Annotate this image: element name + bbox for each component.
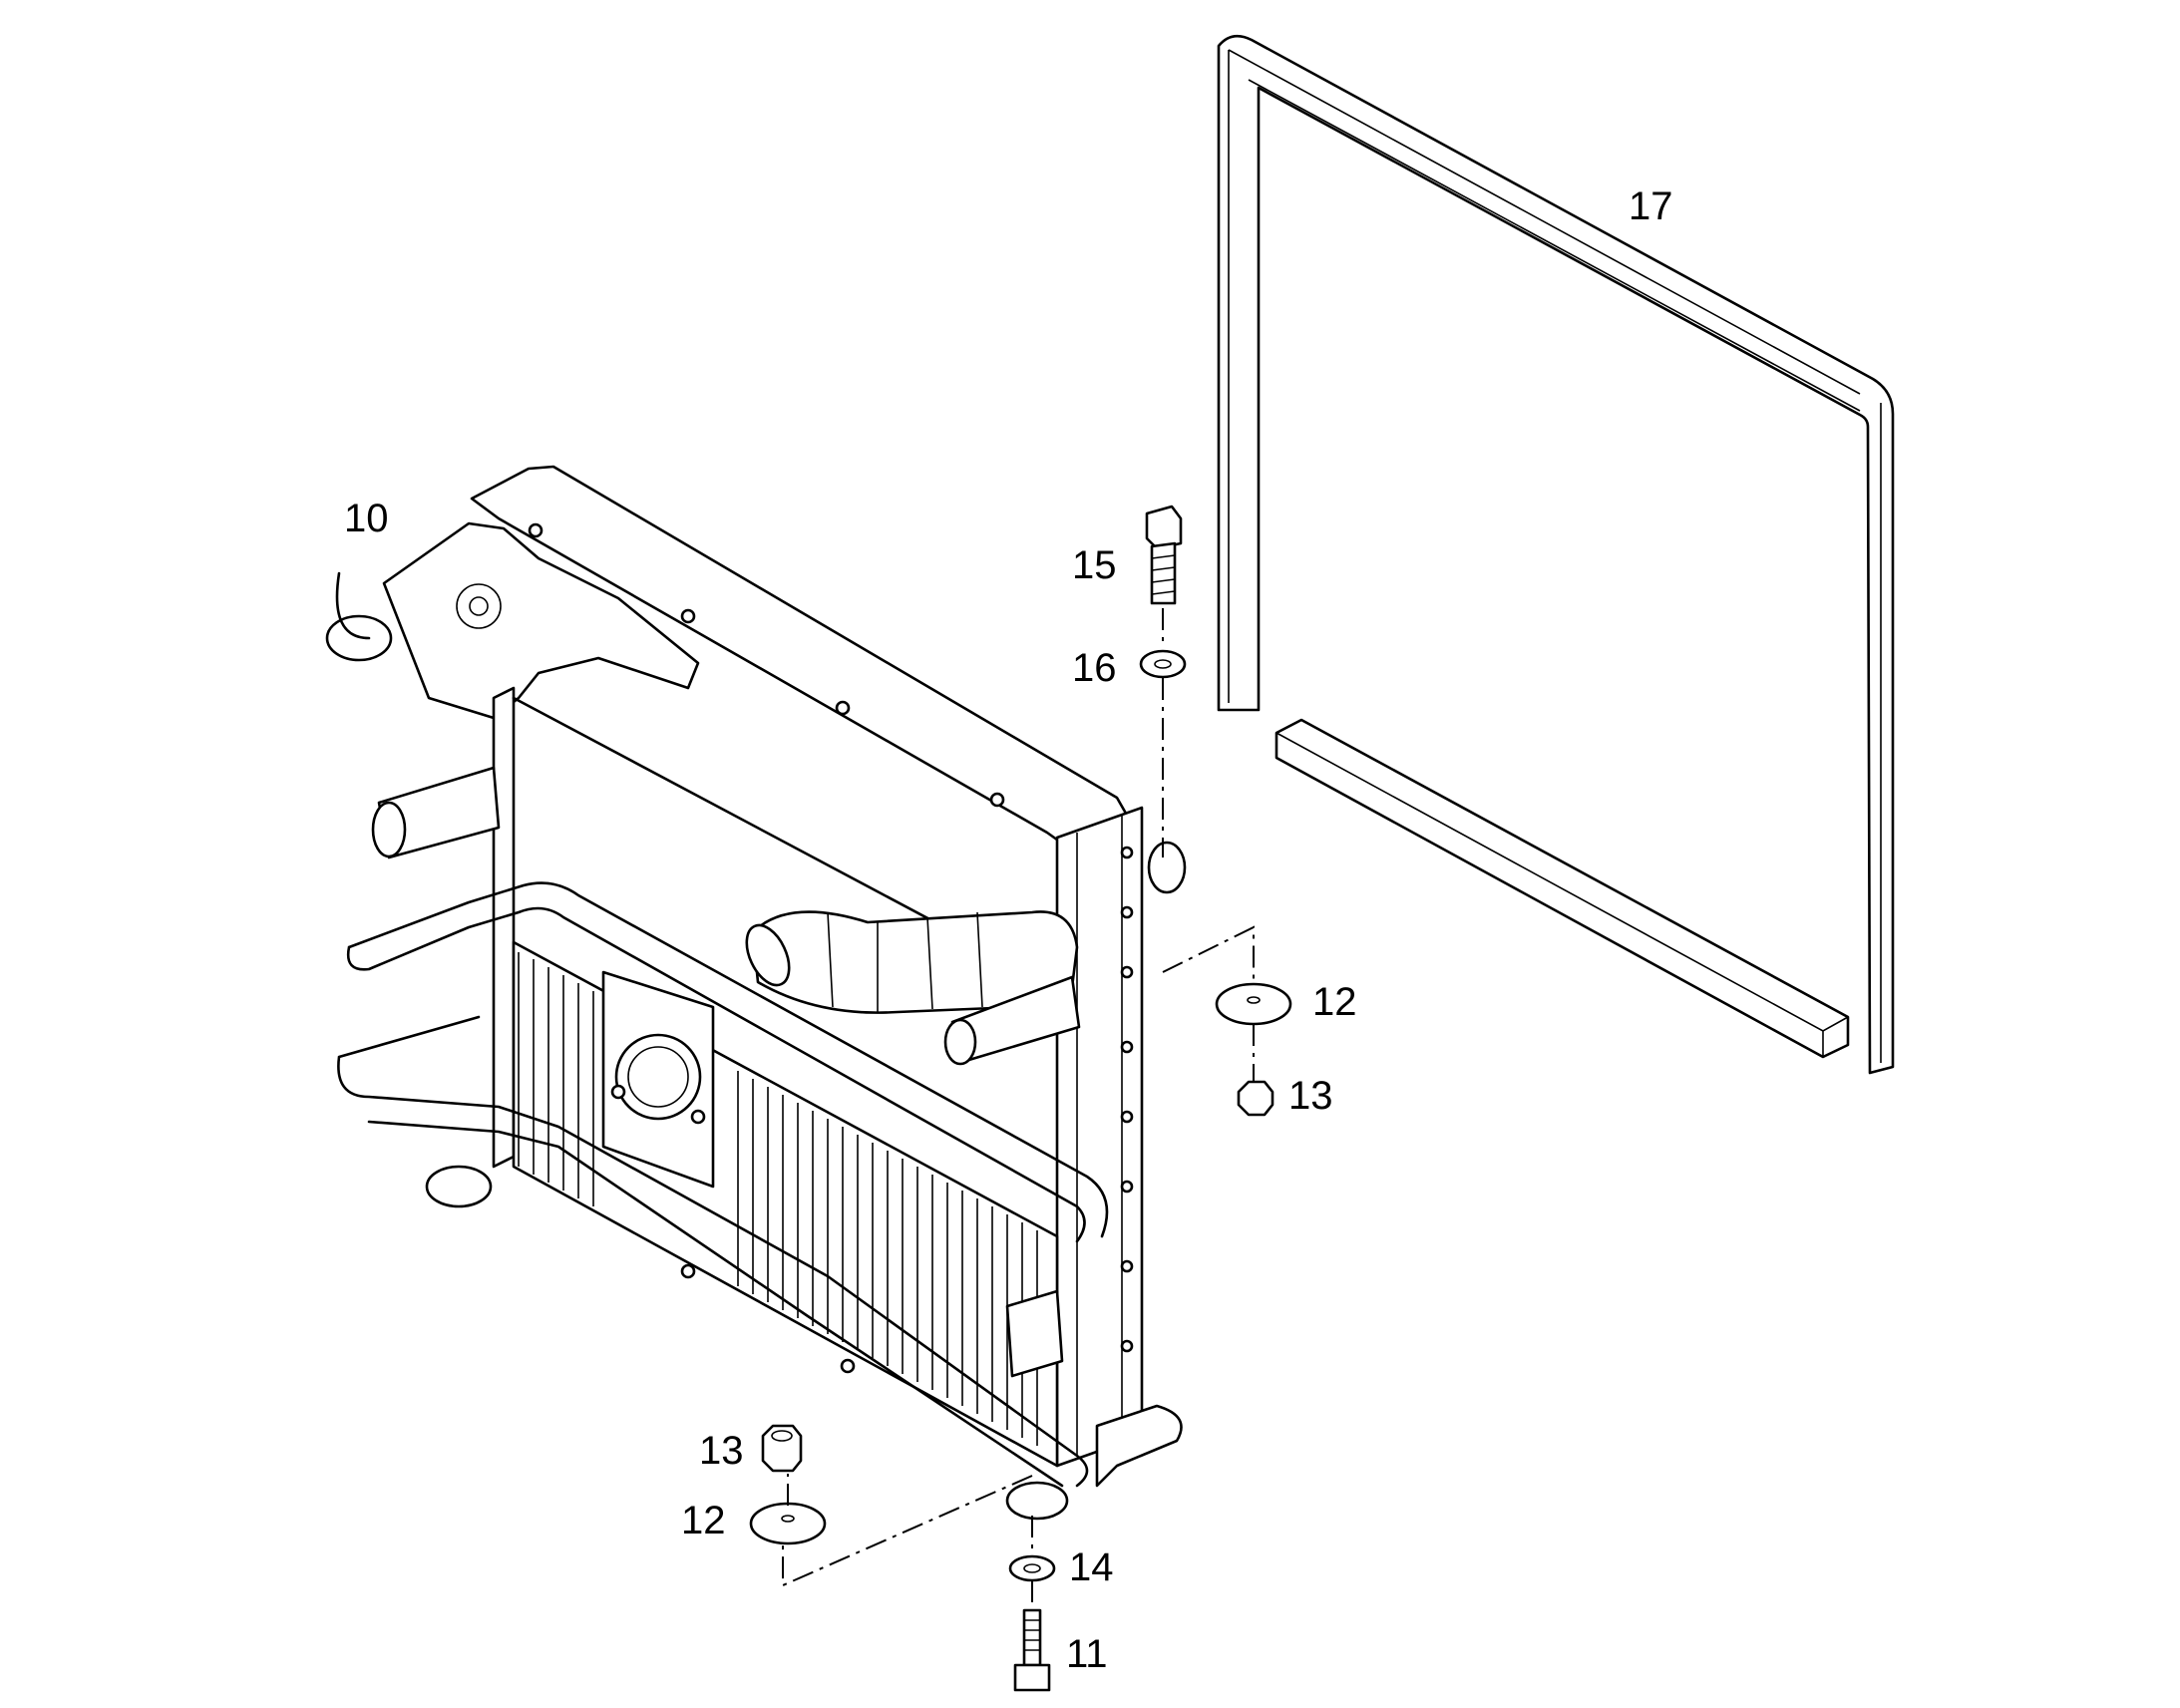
part-13-nut-left bbox=[761, 1424, 803, 1473]
part-12-washer-right bbox=[1215, 982, 1292, 1026]
callout-13-right: 13 bbox=[1288, 1074, 1333, 1118]
assembly-lines bbox=[782, 608, 1255, 1607]
callout-17: 17 bbox=[1629, 184, 1673, 228]
part-10-radiator-assembly bbox=[325, 465, 1187, 1521]
callout-11: 11 bbox=[1066, 1632, 1108, 1676]
callout-12-right: 12 bbox=[1312, 980, 1357, 1024]
callout-14: 14 bbox=[1069, 1545, 1114, 1589]
callout-13-left: 13 bbox=[699, 1429, 744, 1473]
part-13-nut-right bbox=[1237, 1080, 1274, 1117]
part-12-washer-left bbox=[749, 1502, 827, 1545]
part-15-bolt bbox=[1145, 505, 1183, 605]
assembly-fasteners bbox=[528, 522, 1134, 1374]
part-11-bolt bbox=[1013, 1608, 1051, 1692]
part-16-washer bbox=[1139, 649, 1187, 679]
part-14-washer bbox=[1008, 1554, 1056, 1582]
callout-10: 10 bbox=[344, 497, 389, 540]
callout-12-left: 12 bbox=[681, 1499, 726, 1542]
callout-15: 15 bbox=[1072, 543, 1117, 587]
part-17-seal-frame bbox=[1217, 34, 1895, 1075]
callout-16: 16 bbox=[1072, 646, 1117, 690]
